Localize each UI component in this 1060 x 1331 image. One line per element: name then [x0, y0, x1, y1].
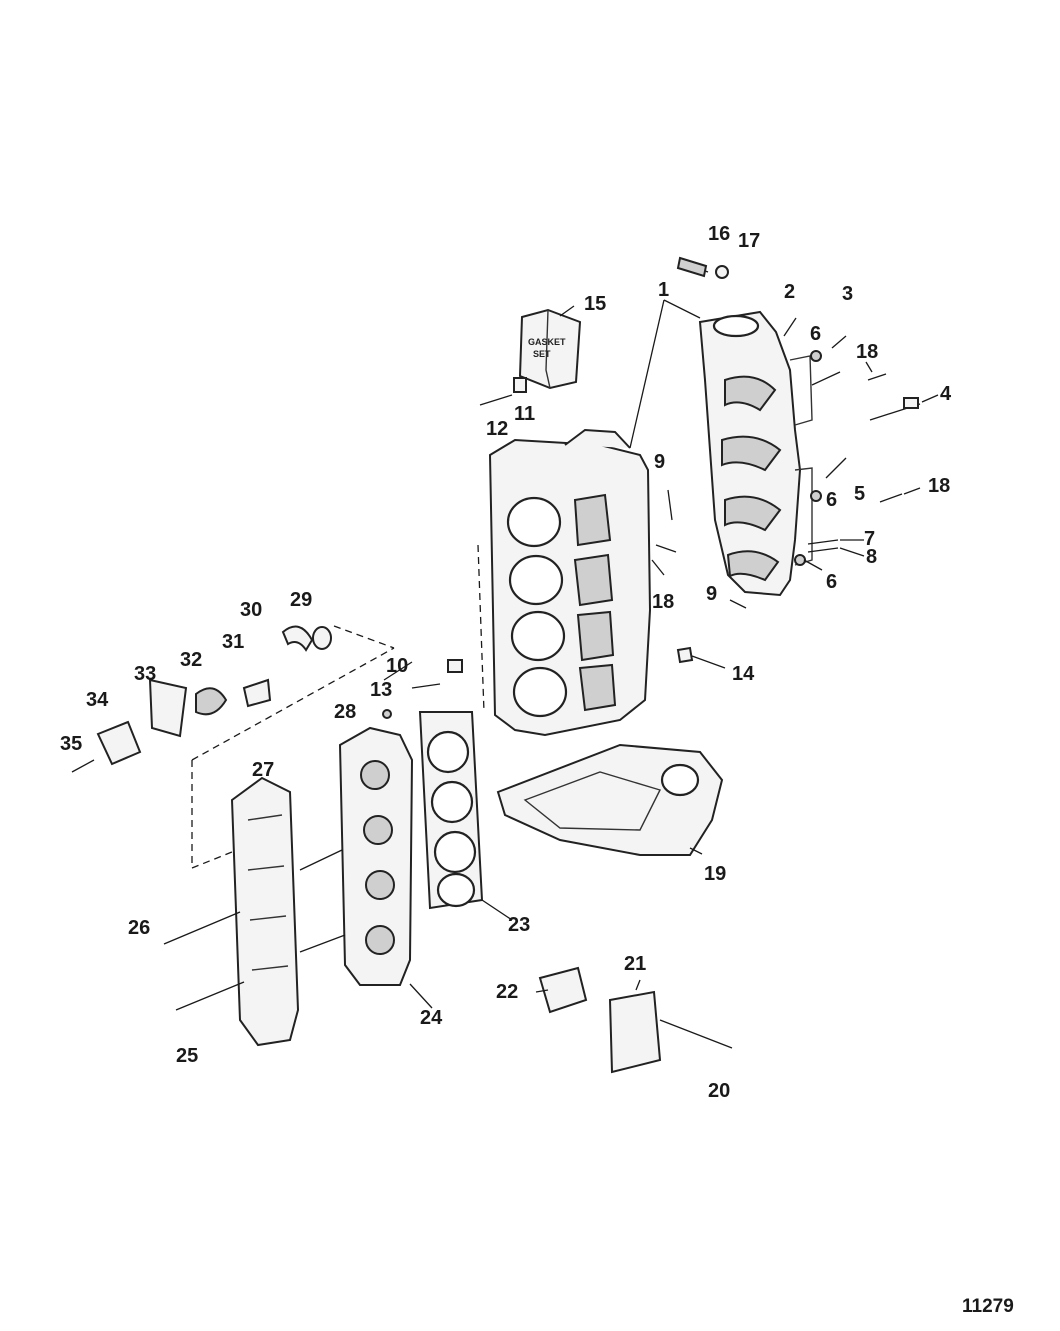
callout-labels: 1 2 3 4 5 6 6 6 7 8 9 9 10 11 12 13 14 1…: [60, 223, 952, 1102]
callout-27: 27: [252, 759, 274, 781]
callout-3: 3: [842, 283, 853, 305]
callout-1: 1: [658, 279, 669, 301]
callout-11: 11: [514, 403, 535, 425]
callout-18a: 18: [856, 341, 878, 363]
callout-6b: 6: [826, 489, 837, 511]
callout-5: 5: [854, 483, 865, 505]
box-label-top: GASKET: [528, 337, 566, 347]
base-gasket: [496, 743, 724, 856]
head-gasket: [418, 711, 484, 910]
callout-30: 30: [240, 599, 262, 621]
fasteners: [382, 256, 921, 719]
head-cover: [230, 776, 300, 1047]
callout-18c: 18: [652, 591, 674, 613]
box-label-bottom: SET: [533, 349, 551, 359]
callout-2: 2: [784, 281, 795, 303]
callout-13: 13: [370, 679, 392, 701]
cylinder-block: [488, 428, 652, 737]
cylinder-head: [338, 726, 414, 986]
callout-4: 4: [940, 383, 952, 405]
callout-33: 33: [134, 663, 156, 685]
callout-21: 21: [624, 953, 646, 975]
callout-24: 24: [420, 1007, 443, 1029]
callout-19: 19: [704, 863, 726, 885]
callout-6a: 6: [810, 323, 821, 345]
callout-34: 34: [86, 689, 109, 711]
water-cover: [538, 966, 733, 1074]
callout-25: 25: [176, 1045, 198, 1067]
callout-20: 20: [708, 1080, 730, 1102]
callout-35: 35: [60, 733, 82, 755]
callout-32: 32: [180, 649, 202, 671]
crankcase-cover: [698, 310, 813, 597]
callout-28: 28: [334, 701, 356, 723]
callout-8: 8: [866, 546, 877, 568]
callout-22: 22: [496, 981, 518, 1003]
callout-15: 15: [584, 293, 606, 315]
gasket-set-box: GASKET SET: [518, 308, 582, 390]
callout-26: 26: [128, 917, 150, 939]
callout-23: 23: [508, 914, 530, 936]
callout-10: 10: [386, 655, 408, 677]
thermostat-group: [71, 625, 332, 773]
callout-16: 16: [708, 223, 730, 245]
callout-9b: 9: [706, 583, 717, 605]
callout-6c: 6: [826, 571, 837, 593]
callout-18b: 18: [928, 475, 950, 497]
callout-12: 12: [486, 418, 508, 440]
callout-14: 14: [732, 663, 755, 685]
figure-number: 11279: [962, 1296, 1014, 1317]
callout-29: 29: [290, 589, 312, 611]
callout-7: 7: [864, 528, 875, 550]
leader-lines: [163, 299, 939, 1011]
callout-17: 17: [738, 230, 760, 252]
callout-9a: 9: [654, 451, 665, 473]
callout-31: 31: [222, 631, 244, 653]
